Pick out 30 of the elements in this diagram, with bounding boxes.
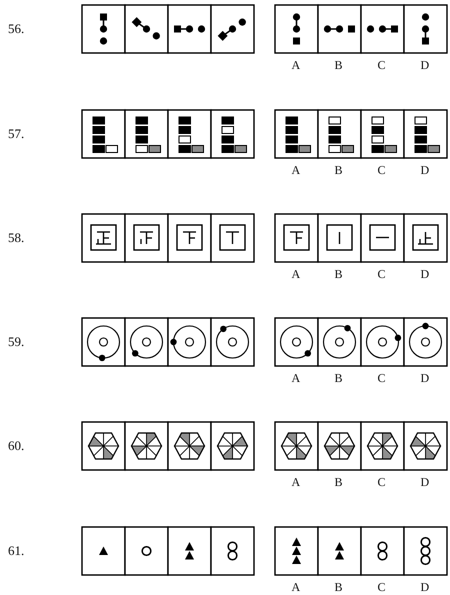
option-letter: A	[292, 372, 300, 384]
question-number: 59.	[8, 335, 24, 348]
question-number: 57.	[8, 127, 24, 140]
option-letter: B	[334, 581, 343, 593]
option-letter: C	[378, 268, 386, 280]
option-letter: A	[292, 59, 300, 71]
question-number: 56.	[8, 22, 24, 35]
option-letter: A	[292, 476, 300, 488]
question-number: 58.	[8, 231, 24, 244]
option-letter: D	[420, 268, 430, 280]
option-letter: D	[420, 581, 430, 593]
option-letter: A	[292, 268, 300, 280]
option-letter: B	[334, 268, 343, 280]
option-letter: C	[378, 372, 386, 384]
option-letter: D	[420, 372, 430, 384]
option-letter: D	[420, 476, 430, 488]
option-letter: B	[334, 164, 343, 176]
option-letter: D	[420, 164, 430, 176]
option-letter: C	[378, 476, 386, 488]
option-letter: A	[292, 581, 300, 593]
option-letter: C	[378, 581, 386, 593]
option-letter: B	[334, 476, 343, 488]
option-letter: B	[334, 59, 343, 71]
option-letter: C	[378, 59, 386, 71]
option-letter: D	[420, 59, 430, 71]
option-letter: B	[334, 372, 343, 384]
option-letter: C	[378, 164, 386, 176]
question-number: 60.	[8, 439, 24, 452]
option-letter: A	[292, 164, 300, 176]
question-number: 61.	[8, 544, 24, 557]
